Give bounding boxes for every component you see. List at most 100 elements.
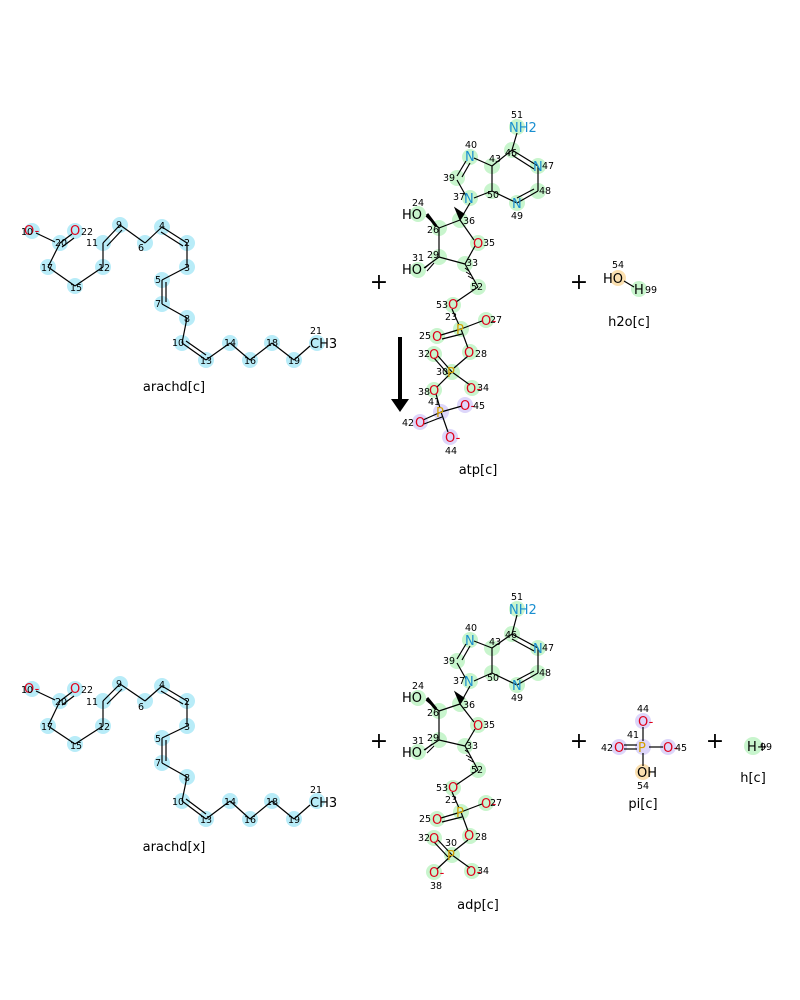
atom-label: O- [663,741,679,756]
atom-label: N [512,679,522,694]
svg-text:12: 12 [98,722,110,733]
svg-text:5: 5 [155,275,161,286]
atom-label: N [533,160,543,175]
svg-text:26: 26 [427,708,439,719]
svg-text:28: 28 [475,349,487,360]
molecule-name: atp[c] [459,463,498,478]
molecule-name: h[c] [740,771,766,786]
atom-label: O [614,741,624,756]
svg-text:50: 50 [487,673,499,684]
svg-text:17: 17 [41,722,53,733]
svg-text:17: 17 [41,263,53,274]
svg-text:30: 30 [436,367,448,378]
atom-label: H [634,283,644,298]
atom-label: O [415,416,425,431]
svg-text:43: 43 [489,637,501,648]
svg-text:40: 40 [465,140,477,151]
atom-label: CH3 [310,796,337,811]
svg-text:29: 29 [427,250,439,261]
atom-label: P [638,741,646,756]
svg-text:50: 50 [487,190,499,201]
svg-text:31: 31 [412,736,424,747]
svg-text:34: 34 [477,866,489,877]
svg-text:47: 47 [542,643,554,654]
svg-text:23: 23 [445,312,457,323]
svg-text:24: 24 [412,681,424,692]
svg-text:51: 51 [511,592,523,603]
svg-text:32: 32 [418,833,430,844]
atom-label: O [448,781,458,796]
atom-label: N [464,192,474,207]
svg-text:31: 31 [412,253,424,264]
svg-text:11: 11 [86,697,98,708]
atom-label: P [456,806,464,821]
svg-text:43: 43 [489,154,501,165]
svg-text:19: 19 [288,356,300,367]
atom-label: O [448,298,458,313]
svg-text:21: 21 [310,326,322,337]
svg-text:13: 13 [200,815,212,826]
svg-text:2: 2 [184,238,190,249]
svg-text:36: 36 [463,700,475,711]
molecule-adp-c: NH2 N N N N HO HO O O P O O- O O P O- O-… [402,592,554,913]
svg-text:33: 33 [466,741,478,752]
svg-text:49: 49 [511,211,523,222]
atom-label: O- [445,431,461,446]
svg-text:35: 35 [483,238,495,249]
svg-text:30: 30 [445,838,457,849]
plus-sign: + [570,729,588,754]
svg-text:9: 9 [116,679,122,690]
svg-text:54: 54 [637,781,649,792]
atom-label: O- [466,382,482,397]
atom-label: O [432,813,442,828]
svg-text:8: 8 [184,773,190,784]
svg-text:22: 22 [81,685,93,696]
svg-text:22: 22 [81,227,93,238]
svg-text:33: 33 [466,258,478,269]
atom-label: OH [637,766,657,781]
svg-text:20: 20 [55,238,67,249]
svg-text:25: 25 [419,331,431,342]
svg-text:47: 47 [542,161,554,172]
atom-label: O- [460,399,476,414]
svg-text:52: 52 [471,765,483,776]
atom-label: O [473,719,483,734]
svg-text:19: 19 [288,815,300,826]
atom-label: O [464,829,474,844]
svg-text:28: 28 [475,832,487,843]
svg-text:99: 99 [645,285,657,296]
molecule-atp-c: NH2 N N N N HO HO O O P O O- O O P O- O … [402,110,554,478]
svg-text:16: 16 [244,815,256,826]
molecule-name: arachd[x] [143,840,206,855]
svg-text:21: 21 [310,785,322,796]
svg-text:39: 39 [443,173,455,184]
svg-text:54: 54 [612,260,624,271]
svg-text:48: 48 [539,186,551,197]
svg-text:39: 39 [443,656,455,667]
svg-text:11: 11 [86,238,98,249]
atom-label: O- [24,682,40,697]
atom-label: P [447,849,455,864]
atom-label: O [429,384,439,399]
svg-text:27: 27 [490,315,502,326]
svg-text:3: 3 [184,263,190,274]
atom-label: O [70,224,80,239]
svg-text:15: 15 [70,283,82,294]
atom-label: HO [402,691,422,706]
atom-label: O- [481,797,497,812]
atom-label: HO [402,208,422,223]
svg-text:7: 7 [155,758,161,769]
molecule-name: pi[c] [628,797,657,812]
plus-sign: + [370,729,388,754]
svg-text:14: 14 [224,338,236,349]
svg-text:41: 41 [627,730,639,741]
atom-label: NH2 [509,121,537,136]
svg-text:37: 37 [453,192,465,203]
svg-text:10: 10 [172,797,184,808]
atom-label: O- [638,715,654,730]
atom-label: O [464,346,474,361]
